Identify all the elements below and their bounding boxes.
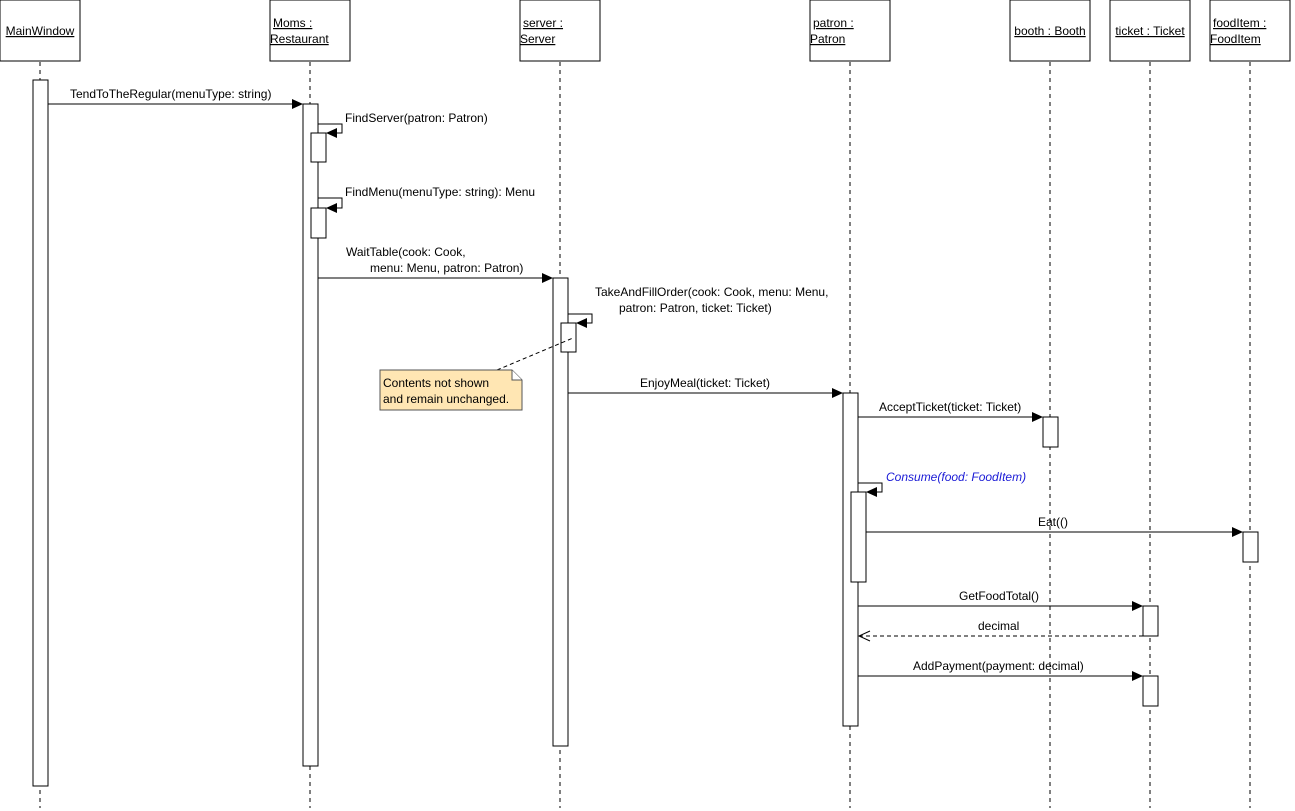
message-find-menu-label: FindMenu(menuType: string): Menu (345, 185, 535, 199)
lifeline-ticket-label: ticket : Ticket (1115, 24, 1185, 38)
lifeline-server[interactable]: server : Server (519, 0, 601, 62)
lifeline-restaurant-label-line2: Restaurant (270, 32, 329, 46)
message-decimal-return[interactable]: decimal (857, 619, 1143, 642)
activation-ticket-add-payment[interactable] (1142, 675, 1159, 707)
note-text-line1: Contents not shown (383, 376, 489, 390)
lifeline-main-window[interactable]: MainWindow (0, 0, 81, 62)
message-eat[interactable]: Eat(() (866, 515, 1243, 537)
activation-server[interactable] (552, 277, 569, 747)
message-take-and-fill-order-label-line2: patron: Patron, ticket: Ticket) (619, 301, 772, 315)
message-add-payment[interactable]: AddPayment(payment: decimal) (858, 659, 1143, 681)
message-consume[interactable]: Consume(food: FoodItem) (858, 470, 1026, 497)
lifeline-server-label-line1: server : (523, 16, 563, 30)
activation-restaurant-find-server[interactable] (310, 132, 327, 163)
lifeline-food-item[interactable]: foodItem : FoodItem (1209, 0, 1291, 62)
message-take-and-fill-order[interactable]: TakeAndFillOrder(cook: Cook, menu: Menu,… (568, 285, 828, 328)
activation-bars (32, 79, 1259, 787)
lifeline-restaurant[interactable]: Moms : Restaurant (269, 0, 351, 62)
activation-ticket-get-food-total[interactable] (1142, 605, 1159, 637)
lifeline-patron-label-line1: patron : (813, 16, 854, 30)
message-find-menu[interactable]: FindMenu(menuType: string): Menu (318, 185, 535, 213)
message-tend-to-the-regular[interactable]: TendToTheRegular(menuType: string) (48, 87, 303, 109)
message-consume-label: Consume(food: FoodItem) (886, 470, 1026, 484)
lifeline-ticket[interactable]: ticket : Ticket (1109, 0, 1191, 62)
note-text-line2: and remain unchanged. (383, 392, 509, 406)
message-wait-table-label-line1: WaitTable(cook: Cook, (346, 245, 466, 259)
message-find-server[interactable]: FindServer(patron: Patron) (318, 111, 488, 138)
message-find-server-label: FindServer(patron: Patron) (345, 111, 488, 125)
activation-food-item[interactable] (1242, 531, 1259, 563)
message-wait-table-label-line2: menu: Menu, patron: Patron) (370, 261, 523, 275)
lifeline-patron-label-line2: Patron (810, 32, 845, 46)
message-decimal-return-label: decimal (978, 619, 1019, 633)
lifeline-server-label-line2: Server (520, 32, 555, 46)
activation-restaurant[interactable] (302, 103, 319, 767)
message-wait-table[interactable]: WaitTable(cook: Cook, menu: Menu, patron… (318, 245, 553, 283)
activation-restaurant-find-menu[interactable] (310, 207, 327, 239)
message-get-food-total[interactable]: GetFoodTotal() (858, 589, 1143, 611)
message-accept-ticket-label: AcceptTicket(ticket: Ticket) (879, 400, 1021, 414)
lifeline-patron[interactable]: patron : Patron (809, 0, 891, 62)
lifeline-booth-label: booth : Booth (1014, 24, 1085, 38)
message-enjoy-meal[interactable]: EnjoyMeal(ticket: Ticket) (568, 376, 843, 398)
lifeline-food-item-label-line2: FoodItem (1210, 32, 1261, 46)
message-add-payment-label: AddPayment(payment: decimal) (913, 659, 1084, 673)
activation-booth[interactable] (1042, 416, 1059, 448)
message-take-and-fill-order-label-line1: TakeAndFillOrder(cook: Cook, menu: Menu, (595, 285, 828, 299)
lifeline-restaurant-label-line1: Moms : (273, 16, 312, 30)
message-enjoy-meal-label: EnjoyMeal(ticket: Ticket) (640, 376, 770, 390)
message-accept-ticket[interactable]: AcceptTicket(ticket: Ticket) (858, 400, 1043, 422)
activation-main-window[interactable] (32, 79, 49, 787)
note-contents-not-shown[interactable]: Contents not shown and remain unchanged. (379, 337, 574, 411)
lifeline-food-item-label-line1: foodItem : (1213, 16, 1266, 30)
activation-server-take-and-fill-order[interactable] (560, 322, 577, 353)
message-get-food-total-label: GetFoodTotal() (959, 589, 1039, 603)
message-tend-to-the-regular-label: TendToTheRegular(menuType: string) (70, 87, 271, 101)
lifeline-lines (39, 62, 1251, 808)
lifeline-main-window-label: MainWindow (6, 24, 75, 38)
activation-patron-consume[interactable] (850, 491, 867, 583)
lifeline-booth[interactable]: booth : Booth (1009, 0, 1091, 62)
message-eat-label: Eat(() (1038, 515, 1068, 529)
